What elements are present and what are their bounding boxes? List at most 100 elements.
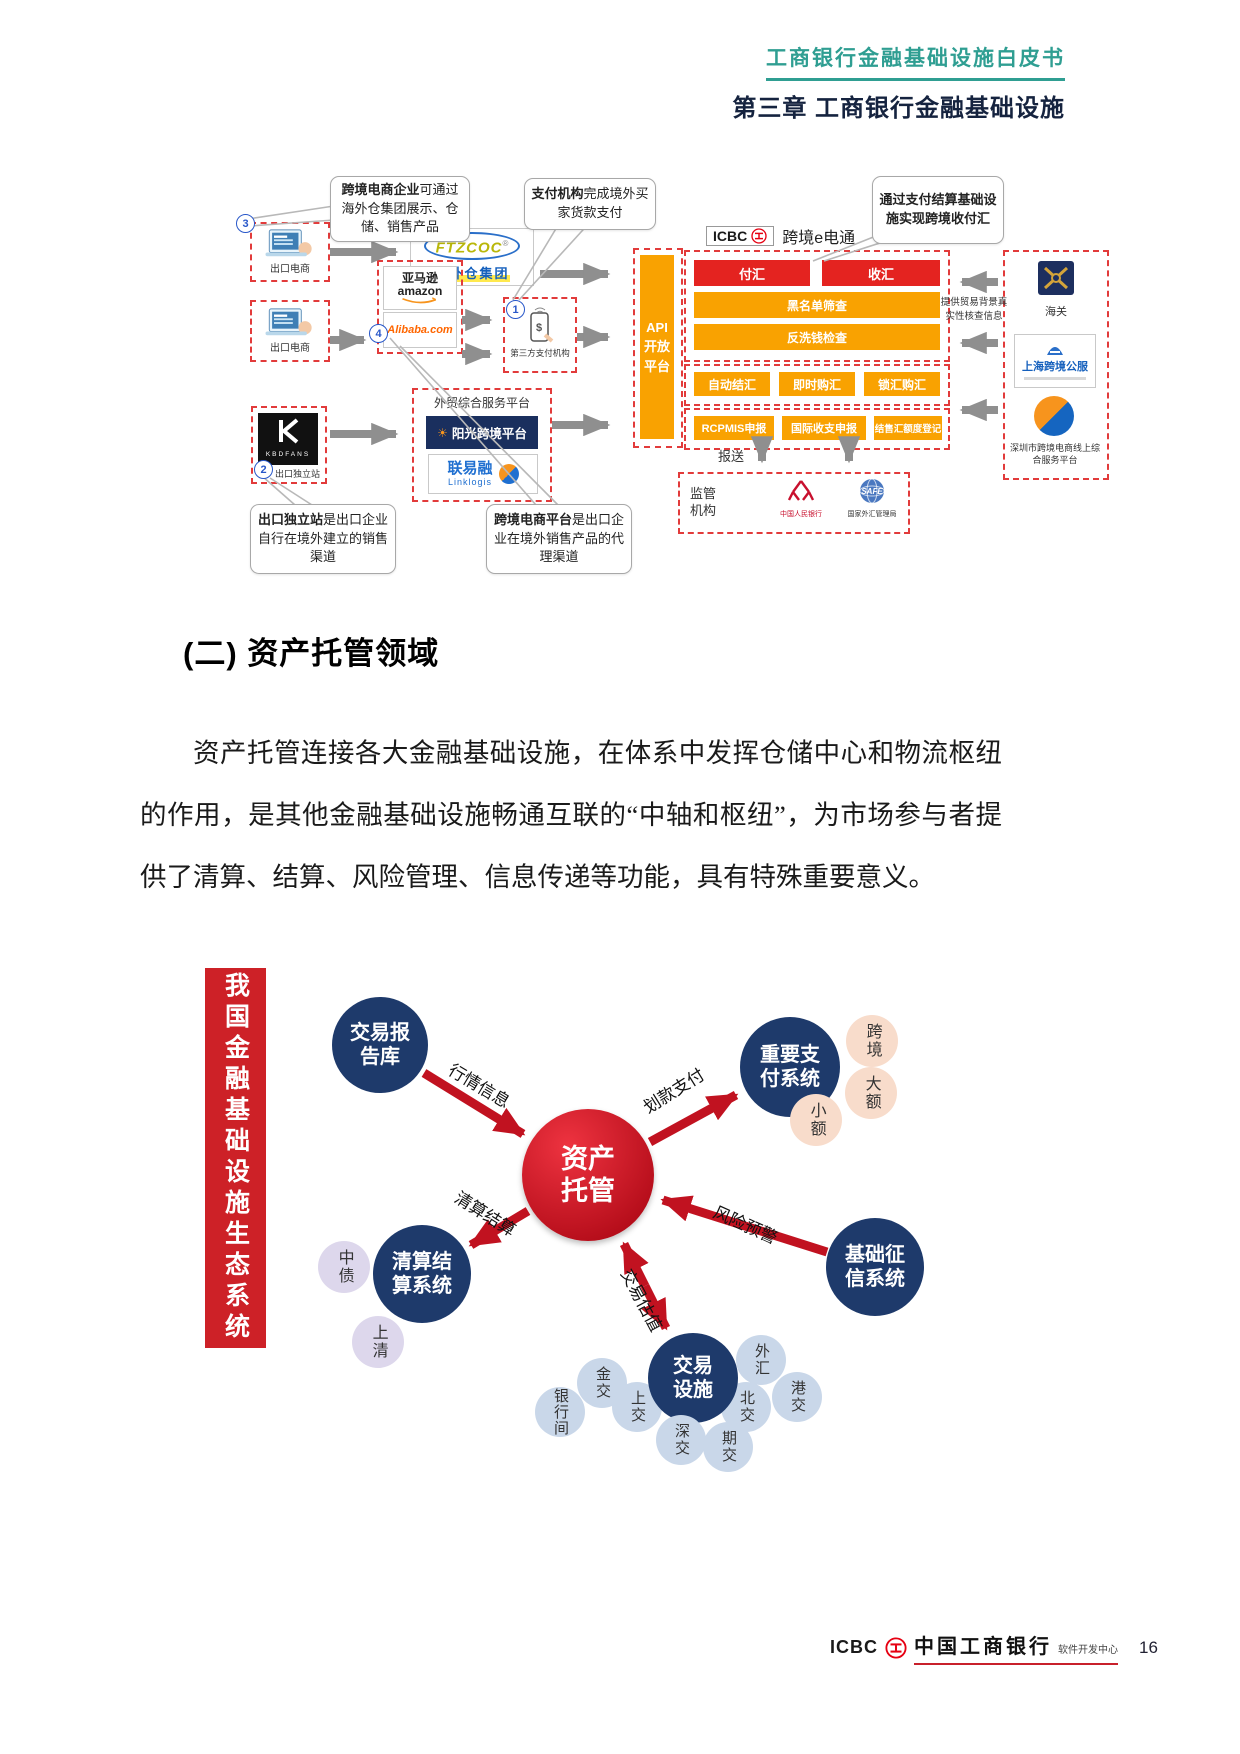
sunshine-platform-banner: ☀ 阳光跨境平台 [426,416,538,449]
kbdfans-logo: KBDFANS [258,413,318,465]
trade-platform-box: 外贸综合服务平台 ☀ 阳光跨境平台 联易融 Linklogis [412,388,552,502]
eco-sat-waihui: 外汇 [736,1335,786,1385]
shenzhen-platform-label: 深圳市跨境电商线上综合服务平台 [1009,443,1100,466]
callout-text: 跨境电商平台是出口企业在境外销售产品的代理渠道 [493,511,625,565]
bop-box: 国际收支申报 [782,416,866,440]
eco-asset-custody-center: 资产 托管 [522,1109,654,1241]
shanghai-caption-bar [1024,377,1086,380]
report-label: 报送 [718,449,745,464]
eco-sat-shangqing: 上清 [352,1316,404,1368]
blacklist-box: 黑名单筛查 [694,292,940,318]
independent-site-label: 出口独立站 [275,469,321,479]
verify-info-label: 提供贸易背景真实性核查信息 [940,297,1008,323]
pboc-group: 中国人民银行 [764,478,838,519]
customs-label: 海关 [1045,306,1067,318]
sun-icon: ☀ [437,425,448,440]
footer-dept: 软件开发中心 [1058,1645,1118,1656]
exporter-ecommerce-icon [265,229,312,257]
page-number: 16 [1139,1637,1158,1657]
linklogis-logo: 联易融 Linklogis [428,454,538,494]
callout-overseas-warehouse: 跨境电商企业可通过海外仓集团展示、仓储、销售产品 [330,176,470,242]
eco-sat-zhongzhai: 中债 [318,1241,370,1293]
external-institutions-box: 海关 上海跨境公服 深圳市跨境电商线上综合服务平台 [1003,250,1109,480]
third-party-label: 第三方支付机构 [510,348,570,358]
eco-banner: 我国金融基础设施生态系统 [205,968,266,1348]
eco-edge-transfer-pay: 划款支付 [640,1065,708,1118]
pboc-emblem-icon [787,480,815,501]
exporter-ecommerce-box-1: 出口电商 [250,222,330,282]
badge-3: 3 [236,214,255,233]
section-heading: (二) 资产托管领域 [183,636,440,671]
svg-text:$: $ [536,322,542,334]
callout-text: 跨境电商企业可通过海外仓集团展示、仓储、销售产品 [341,181,459,235]
instant-buy-box: 即时购汇 [779,372,855,396]
declaration-row-box: RCPMIS申报 国际收支申报 结售汇额度登记 [684,408,950,450]
footer-icbc-logo-icon [885,1636,907,1659]
eco-sat-xiaoe: 小额 [790,1094,842,1146]
callout-payment-agency: 支付机构完成境外买家货款支付 [524,178,656,230]
linklogis-swirl-icon [498,464,519,484]
eco-trading-facility: 交易 设施 [648,1333,738,1423]
receive-box: 收汇 [822,260,940,286]
eco-trade-repo: 交易报 告库 [332,997,428,1093]
safe-group: SAFE 国家外汇管理局 [840,478,904,519]
eco-clearing-system: 清算结 算系统 [373,1225,471,1323]
amazon-smile-icon [402,297,437,304]
shenzhen-platform-icon [1034,396,1074,436]
body-paragraph: 资产托管连接各大金融基础设施，在体系中发挥仓储中心和物流枢纽的作用，是其他金融基… [140,738,1002,892]
eco-sat-kuajing: 跨境 [846,1015,898,1067]
badge-1: 1 [506,300,525,319]
pay-out-box: 付汇 [694,260,810,286]
exporter-ecommerce-box-2: 出口电商 [250,300,330,362]
icbc-product-header: ICBC 跨境e电通 [706,224,855,248]
page-header: 工商银行金融基础设施白皮书 第三章 工商银行金融基础设施 [732,42,1065,123]
customs-group: 海关 [1005,260,1107,319]
aml-box: 反洗钱检查 [694,324,940,350]
quota-box: 结售汇额度登记 [874,416,942,440]
eco-edge-risk-alert: 风险预警 [710,1202,781,1248]
api-platform-dashed: API 开放 平台 [633,248,683,448]
kbdfans-k-icon [279,418,299,444]
badge-4: 4 [369,324,388,343]
eco-sat-qijiao: 期交 [703,1422,753,1472]
eco-sat-shenjiao: 深交 [656,1415,706,1465]
settlement-row-box: 自动结汇 即时购汇 锁汇购汇 [684,364,950,406]
eco-sat-yinhangjian: 银行间 [535,1387,585,1437]
eco-edge-clearing: 清算结算 [451,1188,519,1241]
amazon-logo: 亚马逊 amazon [383,266,457,310]
auto-settle-box: 自动结汇 [694,372,770,396]
exporter-label: 出口电商 [270,264,310,275]
callout-text: 出口独立站是出口企业自行在境外建立的销售渠道 [257,511,389,565]
callout-settlement: 通过支付结算基础设施实现跨境收付汇 [872,176,1004,244]
callout-ecommerce-platform: 跨境电商平台是出口企业在境外销售产品的代理渠道 [486,504,632,574]
regulators-box: 监管 机构 中国人民银行 SAFE 国家外汇管理局 [678,472,910,534]
rcpmis-box: RCPMIS申报 [694,416,774,440]
exporter-label: 出口电商 [270,343,310,354]
fx-main-box: 付汇 收汇 黑名单筛查 反洗钱检查 [684,250,950,362]
doc-title: 工商银行金融基础设施白皮书 [766,42,1065,81]
alibaba-logo: Alibaba.com [383,312,457,348]
pboc-caption: 中国人民银行 [780,511,822,518]
shanghai-service-logo: 上海跨境公服 [1014,334,1096,388]
page-footer: ICBC 中国工商银行 软件开发中心 16 [830,1630,1158,1665]
footer-bank-group: 中国工商银行 软件开发中心 [914,1630,1118,1665]
shanghai-emblem-icon [1047,347,1063,355]
safe-caption: 国家外汇管理局 [847,511,897,518]
badge-2: 2 [254,460,273,479]
icbc-wordmark: ICBC [706,226,775,246]
api-platform-box: API 开放 平台 [640,255,674,439]
locked-buy-box: 锁汇购汇 [864,372,940,396]
callout-text: 通过支付结算基础设施实现跨境收付汇 [879,192,997,226]
eco-edge-valuation: 交易估值 [616,1265,666,1335]
safe-globe-icon: SAFE [859,478,885,504]
eco-sat-dae: 大额 [845,1067,897,1119]
product-name: 跨境e电通 [782,230,856,247]
svg-text:SAFE: SAFE [861,487,883,496]
icbc-logo-icon [751,228,767,244]
mobile-payment-icon: $ [530,307,554,343]
footer-icbc-wordmark: ICBC [830,1637,878,1657]
eco-credit-system: 基础征 信系统 [826,1218,924,1316]
trade-platform-title: 外贸综合服务平台 [433,396,530,410]
eco-edge-market-info: 行情信息 [444,1060,514,1112]
